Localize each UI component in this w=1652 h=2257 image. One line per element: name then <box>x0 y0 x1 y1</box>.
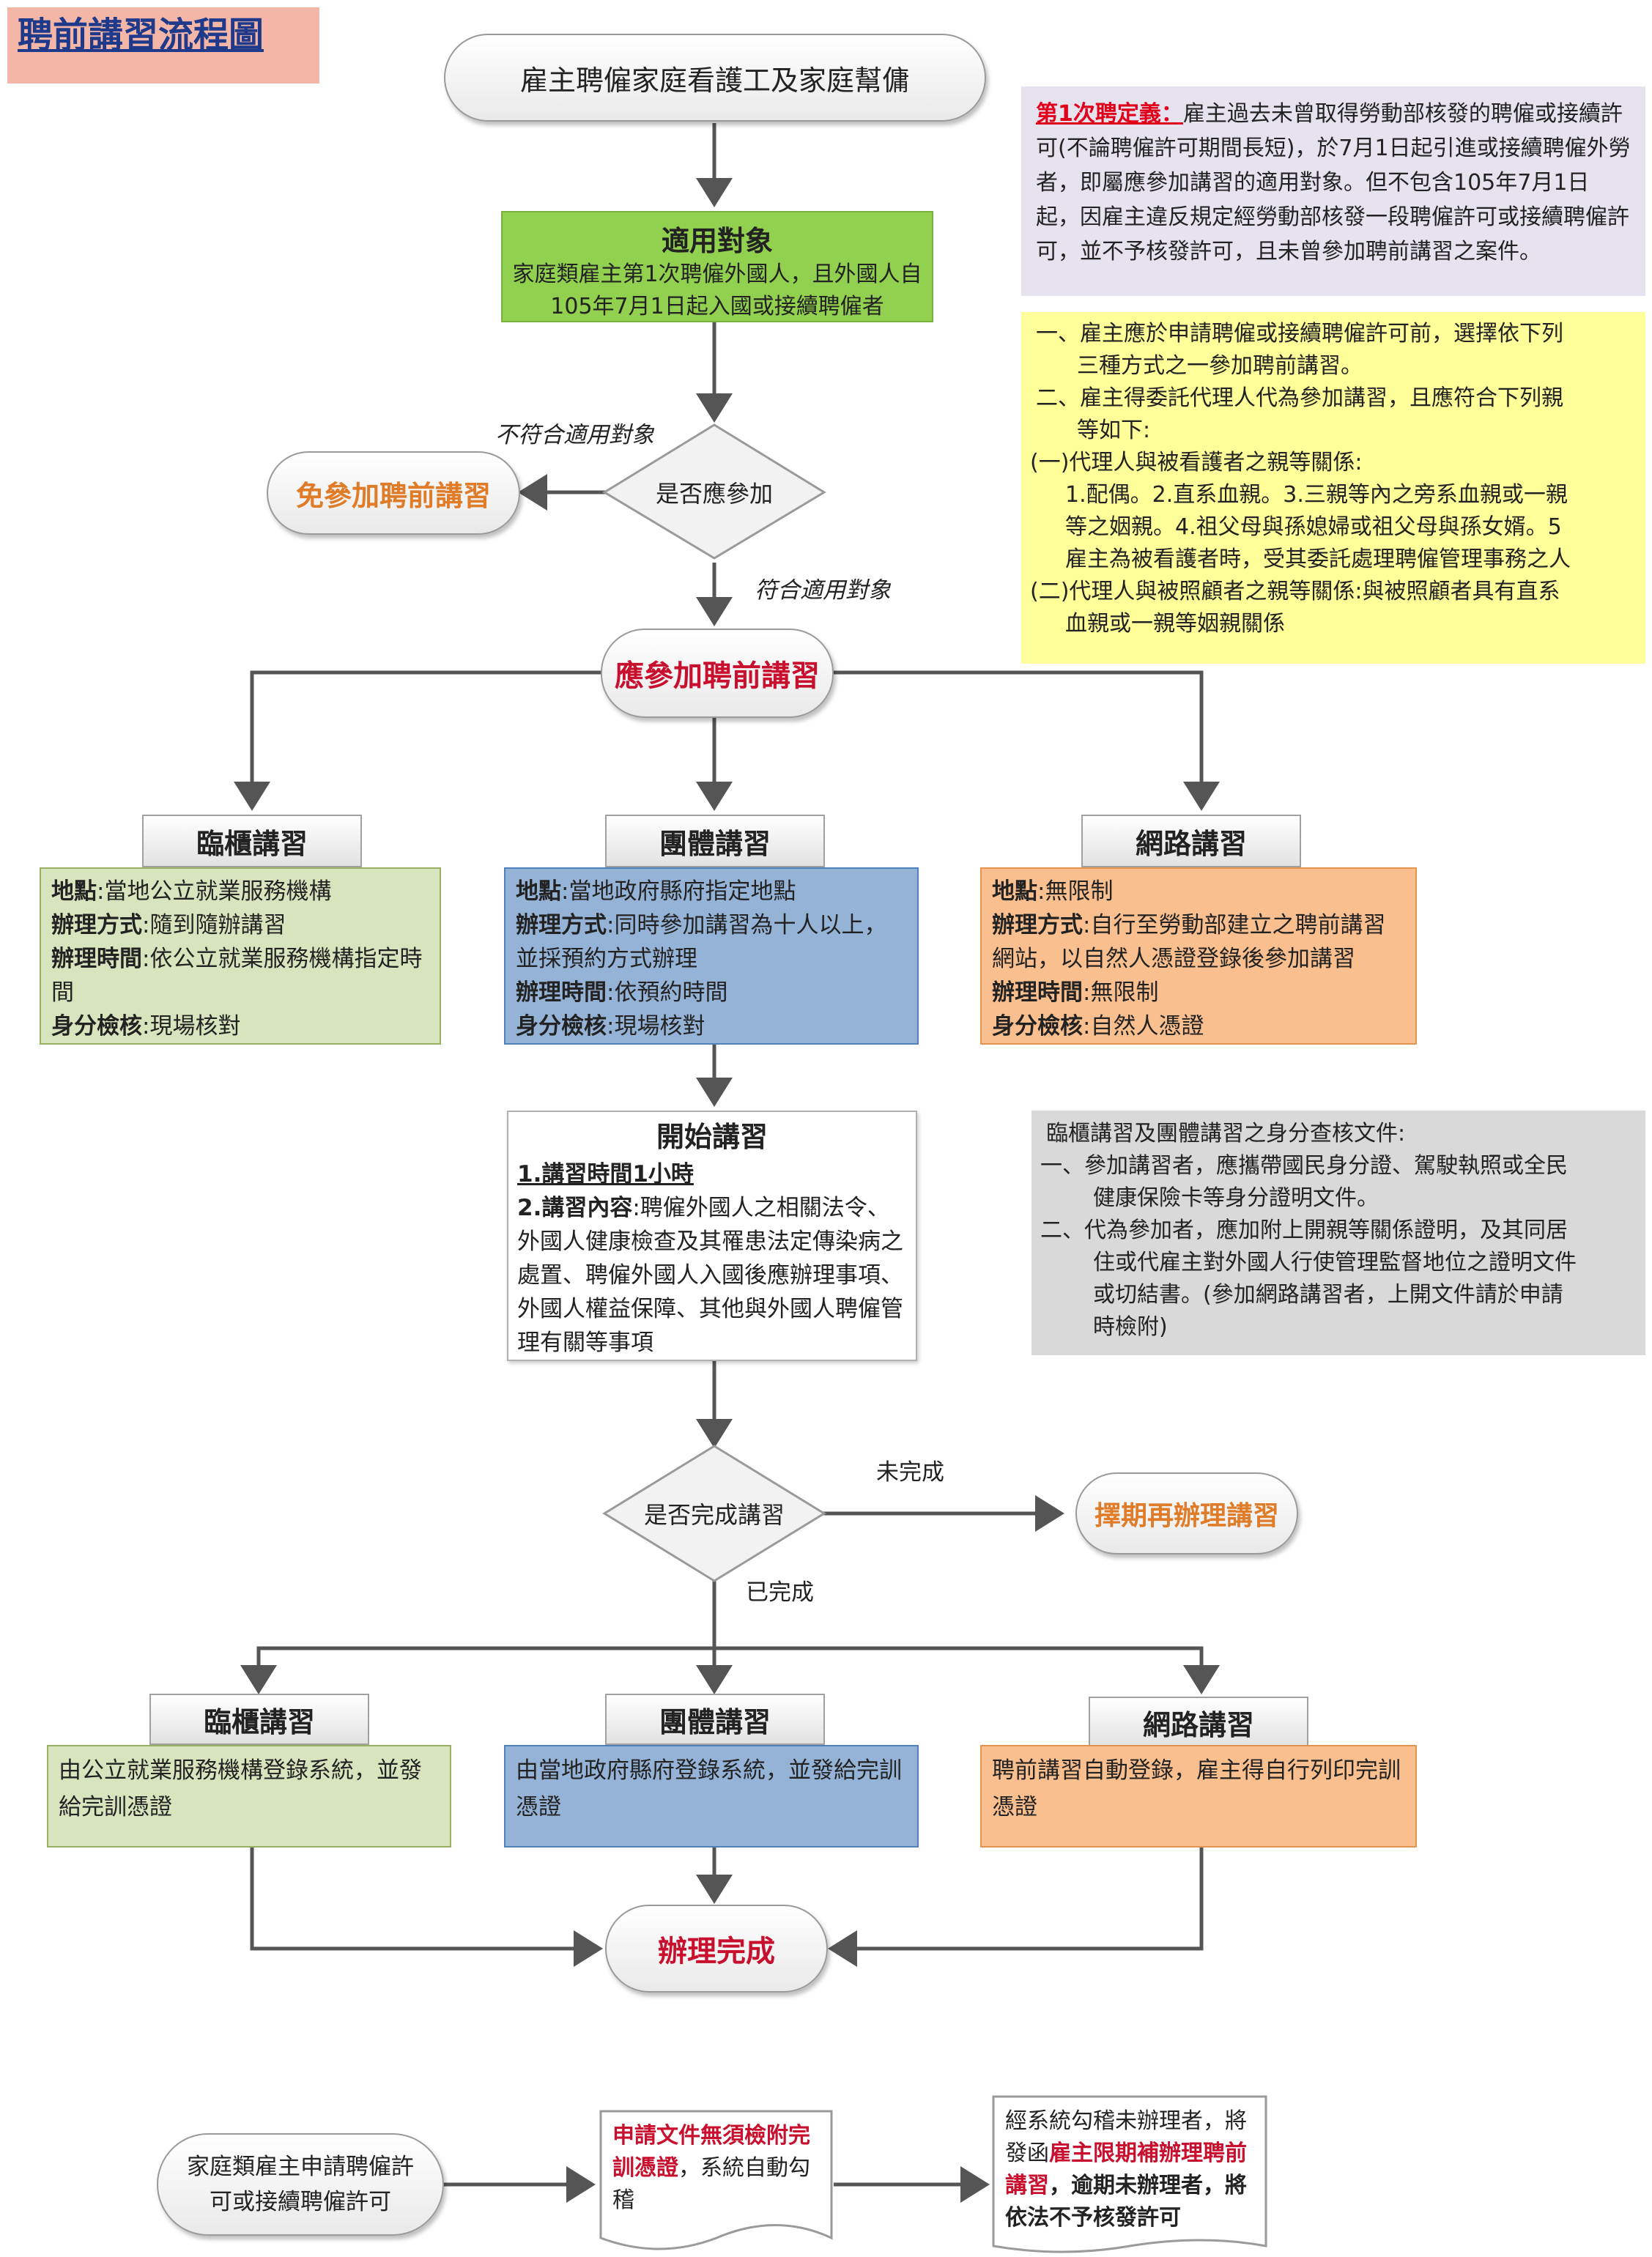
counter-time: 辦理時間:依公立就業服務機構指定時間 <box>51 946 423 1006</box>
reschedule-node: 擇期再辦理講習 <box>1075 1472 1298 1554</box>
bottom-final-b: ，逾期未辦理者，將依法不予核發許可 <box>1005 2173 1247 2231</box>
note-id-line3b: 住或代雇主對外國人行使管理監督地位之證明文件 <box>1093 1250 1577 1275</box>
note-agent-line2b: 等如下: <box>1077 418 1151 443</box>
note-id-line2: 一、參加講習者，應攜帶國民身分證、駕駛執照或全民 <box>1040 1153 1568 1179</box>
note-agent: 一、雇主應於申請聘僱或接續聘僱許可前，選擇依下列 三種方式之一參加聘前講習。 二… <box>1021 312 1645 664</box>
method-card-group: 地點:當地政府縣府指定地點 辦理方式:同時參加講習為十人以上，並採預約方式辦理 … <box>504 867 919 1045</box>
online-id: 身分檢核:自然人憑證 <box>992 1013 1204 1039</box>
online-time: 辦理時間:無限制 <box>992 979 1159 1006</box>
must-attend-node: 應參加聘前講習 <box>601 629 834 718</box>
start-session-item2: 2.講習內容:聘僱外國人之相關法令、外國人健康檢查及其罹患法定傳染病之處置、聘僱… <box>517 1195 903 1356</box>
note-id-line2b: 健康保險卡等身分證明文件。 <box>1093 1185 1379 1211</box>
completion-card-group: 由當地政府縣府登錄系統，並發給完訓憑證 <box>504 1745 919 1848</box>
note-id-line3d: 時檢附) <box>1093 1314 1168 1340</box>
start-session-heading: 開始講習 <box>656 1121 768 1153</box>
note-id-docs: 臨櫃講習及團體講習之身分查核文件: 一、參加講習者，應攜帶國民身分證、駕駛執照或… <box>1031 1111 1645 1355</box>
edge-label-complete: 已完成 <box>746 1579 814 1606</box>
decision-attend-label: 是否應參加 <box>655 480 773 508</box>
branch-line-right <box>829 670 1220 811</box>
counter-way: 辦理方式:隨到隨辦講習 <box>51 912 286 938</box>
online-way: 辦理方式:自行至勞動部建立之聘前講習網站，以自然人憑證登錄後參加講習 <box>992 912 1386 972</box>
counter-id: 身分檢核:現場核對 <box>51 1013 241 1039</box>
bottom-final-red: 雇主限期補辦理聘前講習 <box>1005 2141 1247 2198</box>
note-agent-line3a: 1.配偶。2.直系血親。3.三親等內之旁系血親或一親 <box>1065 482 1568 508</box>
method-header-counter: 臨櫃講習 <box>142 815 362 867</box>
edge-label-applicable: 符合適用對象 <box>755 577 891 604</box>
start-session-box: 開始講習 1.講習時間1小時 2.講習內容:聘僱外國人之相關法令、外國人健康檢查… <box>507 1111 917 1361</box>
bottom-final-text: 經系統勾稽未辦理者，將發函雇主限期補辦理聘前講習，逾期未辦理者，將依法不予核發許… <box>996 2100 1264 2243</box>
bottom-doc-rest: ，系統自動勾稽 <box>612 2155 810 2213</box>
note-first-hire-label: 第1次聘定義： <box>1036 101 1183 127</box>
counter-place: 地點:當地公立就業服務機構 <box>51 878 332 905</box>
start-node: 雇主聘僱家庭看護工及家庭幫傭 <box>444 34 986 122</box>
note-agent-line1b: 三種方式之一參加聘前講習。 <box>1077 353 1363 379</box>
note-agent-line3: (一)代理人與被看護者之親等關係: <box>1030 450 1363 475</box>
online-place: 地點:無限制 <box>992 878 1114 905</box>
completion-header-group: 團體講習 <box>605 1694 825 1745</box>
doc-shape <box>599 2110 833 2250</box>
bottom-doc-red: 申請文件無須檢附完訓憑證 <box>612 2123 810 2181</box>
note-agent-line3b: 等之姻親。4.祖父母與孫媳婦或祖父母與孫女婿。5 <box>1065 514 1562 540</box>
note-agent-line1: 一、雇主應於申請聘僱或接續聘僱許可前，選擇依下列 <box>1036 321 1563 346</box>
target-group-heading: 適用對象 <box>661 225 773 257</box>
target-group-body: 家庭類雇主第1次聘僱外國人，且外國人自105年7月1日起入國或接續聘僱者 <box>512 262 922 319</box>
exempt-node: 免參加聘前講習 <box>267 451 520 535</box>
method-card-counter: 地點:當地公立就業服務機構 辦理方式:隨到隨辦講習 辦理時間:依公立就業服務機構… <box>40 867 441 1045</box>
completion-card-online: 聘前講習自動登錄，雇主得自行列印完訓憑證 <box>980 1745 1417 1848</box>
method-header-online: 網路講習 <box>1081 815 1301 867</box>
decision-complete-label: 是否完成講習 <box>643 1501 785 1529</box>
note-id-line3: 二、代為參加者，應加附上開親等關係證明，及其同居 <box>1040 1218 1568 1243</box>
merge-line-right <box>828 1848 1204 1967</box>
note-agent-line4: (二)代理人與被照顧者之親等關係:與被照顧者具有直系 <box>1030 579 1560 604</box>
branch-line-left <box>234 670 602 811</box>
group-way: 辦理方式:同時參加講習為十人以上，並採預約方式辦理 <box>516 912 887 972</box>
completion-card-counter: 由公立就業服務機構登錄系統，並發給完訓憑證 <box>47 1745 451 1848</box>
bottom-doc-text: 申請文件無須檢附完訓憑證，系統自動勾稽 <box>604 2114 829 2224</box>
group-id: 身分檢核:現場核對 <box>516 1013 705 1039</box>
note-id-line1: 臨櫃講習及團體講習之身分查核文件: <box>1046 1121 1406 1146</box>
method-header-group: 團體講習 <box>605 815 825 867</box>
branch2-line-right <box>714 1646 1220 1694</box>
group-place: 地點:當地政府縣府指定地點 <box>516 878 796 905</box>
note-agent-line2: 二、雇主得委託代理人代為參加講習，且應符合下列親 <box>1036 385 1563 411</box>
group-time: 辦理時間:依預約時間 <box>516 979 728 1006</box>
decision-complete-diamond <box>602 1445 826 1582</box>
final-note-shape <box>992 2095 1267 2253</box>
edge-label-incomplete: 未完成 <box>876 1459 944 1486</box>
note-first-hire: 第1次聘定義：雇主過去未曾取得勞動部核發的聘僱或接續許可(不論聘僱許可期間長短)… <box>1021 86 1645 296</box>
note-agent-line3c: 雇主為被看護者時，受其委託處理聘僱管理事務之人 <box>1065 546 1571 572</box>
done-node: 辦理完成 <box>605 1905 828 1993</box>
target-group-box: 適用對象 家庭類雇主第1次聘僱外國人，且外國人自105年7月1日起入國或接續聘僱… <box>501 211 933 322</box>
completion-header-online: 網路講習 <box>1089 1697 1308 1748</box>
page-title: 聘前講習流程圖 <box>7 7 319 84</box>
merge-line-left <box>250 1848 603 1967</box>
decision-attend-diamond <box>602 423 826 560</box>
note-id-line3c: 或切結書。(參加網路講習者，上開文件請於申請 <box>1093 1282 1563 1308</box>
branch2-line-left <box>240 1646 714 1694</box>
note-agent-line4b: 血親或一親等姻親關係 <box>1065 611 1285 637</box>
start-session-item1: 1.講習時間1小時 <box>517 1161 694 1187</box>
bottom-apply-node: 家庭類雇主申請聘僱許可或接續聘僱許可 <box>157 2133 444 2236</box>
method-card-online: 地點:無限制 辦理方式:自行至勞動部建立之聘前講習網站，以自然人憑證登錄後參加講… <box>980 867 1417 1045</box>
bottom-final-a: 經系統勾稽未辦理者，將發函 <box>1005 2108 1247 2166</box>
edge-label-not-applicable: 不符合適用對象 <box>495 422 654 448</box>
note-first-hire-text: 雇主過去未曾取得勞動部核發的聘僱或接續許可(不論聘僱許可期間長短)，於7月1日起… <box>1036 101 1631 264</box>
completion-header-counter: 臨櫃講習 <box>149 1694 369 1745</box>
